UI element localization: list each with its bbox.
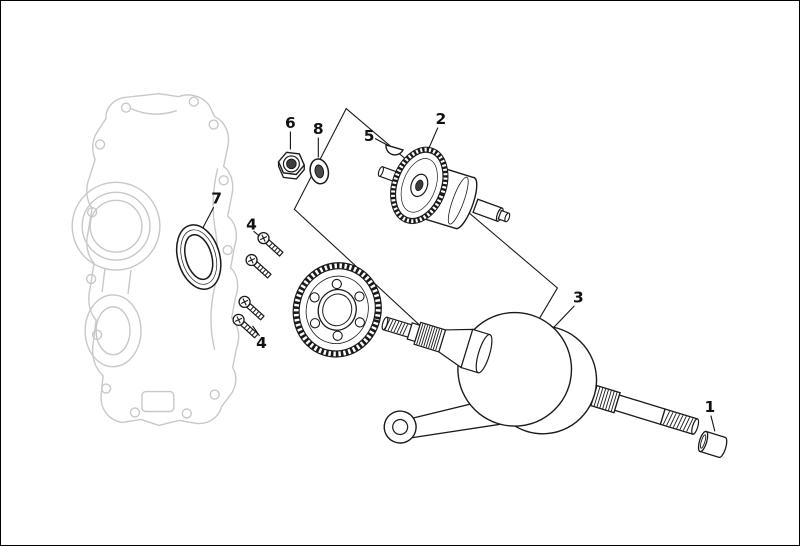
shaft-thread-hatching (662, 411, 694, 432)
callout-leader-line (553, 305, 575, 329)
part-2-balancer-shaft (377, 146, 511, 230)
crankcase-ghost-outline (71, 92, 240, 427)
part-4-screw (257, 232, 284, 257)
part-number-label-4: 4 (256, 334, 267, 352)
part-1-bushing (697, 430, 728, 458)
part-6-nut (277, 151, 306, 180)
part-5-woodruff-key (385, 144, 404, 156)
part-number-label-4: 4 (246, 216, 257, 234)
crank-nose-spline-hatching (416, 323, 443, 351)
part-number-label-5: 5 (364, 127, 375, 145)
part-4-screw (245, 253, 272, 279)
shaft-spline-hatching (587, 385, 618, 412)
part-number-label-7: 7 (211, 190, 222, 208)
balancer-gear (390, 146, 449, 224)
part-number-label-1: 1 (704, 398, 715, 416)
part-number-label-8: 8 (313, 120, 324, 138)
part-number-label-3: 3 (573, 288, 584, 306)
part-number-label-6: 6 (285, 114, 296, 132)
part-7-seal-washer (175, 224, 222, 290)
part-3-crankshaft (381, 311, 700, 444)
callout-leader-line (252, 325, 260, 337)
part-callouts: 1 2 3 4 4 5 6 7 8 (202, 110, 716, 432)
callout-leader-line (710, 415, 716, 432)
callout-leader-line (374, 138, 389, 146)
crankcase-bolt-holes (85, 96, 233, 419)
part-4-screws (232, 232, 284, 339)
callout-leader-line (202, 206, 215, 229)
part-number-label-2: 2 (435, 110, 446, 128)
callout-leader-line (253, 230, 260, 237)
part-8-washer (309, 158, 330, 185)
balancer-ring-gear (292, 262, 382, 358)
callout-leader-line (427, 127, 439, 151)
